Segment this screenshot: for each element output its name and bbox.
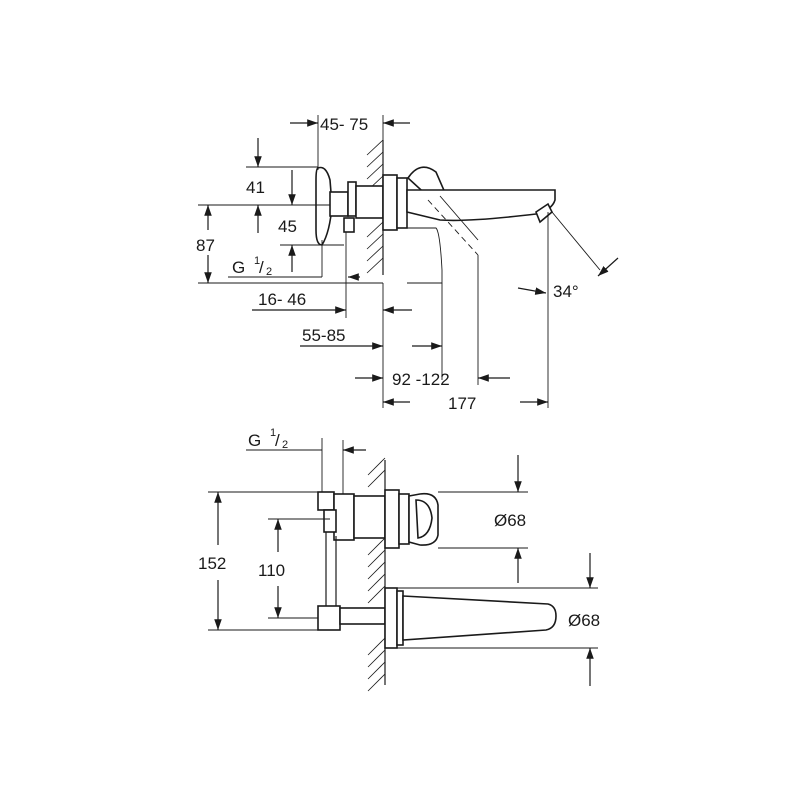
dim-label-thread-slash-side: / — [259, 258, 264, 277]
dim-label-110: 110 — [258, 561, 285, 580]
wall-front — [367, 457, 386, 692]
dimension-lines-side — [198, 115, 619, 408]
dim-label-thread-den-side: 2 — [266, 266, 272, 278]
dim-label-thread-slash-front: / — [275, 431, 280, 450]
dim-label-16-46: 16- 46 — [258, 290, 306, 309]
dim-label-thread-g-front: G — [248, 431, 261, 450]
dim-label-diameter-lower: Ø68 — [568, 611, 600, 630]
dim-label-45: 45 — [278, 217, 297, 236]
dim-label-92-122: 92 -122 — [392, 370, 450, 389]
dim-label-thread-num-front: 1 — [270, 427, 276, 439]
handle-front — [384, 489, 439, 549]
concealed-body-front — [317, 491, 386, 631]
dim-label-55-85: 55-85 — [302, 326, 345, 345]
dimension-lines-front — [208, 438, 598, 686]
front-view: G 1 / 2 152 110 Ø68 Ø68 — [198, 427, 600, 692]
dim-label-45-75: 45- 75 — [320, 115, 368, 134]
dim-label-thread-den-front: 2 — [282, 439, 288, 451]
dim-label-thread-num-side: 1 — [254, 255, 260, 267]
dim-label-152: 152 — [198, 554, 226, 573]
dim-label-41: 41 — [246, 178, 265, 197]
dim-label-177: 177 — [448, 394, 476, 413]
dim-label-angle-34: 34° — [553, 282, 579, 301]
dim-label-87: 87 — [196, 236, 215, 255]
side-view: 45- 75 41 45 87 G 1 / 2 16- 46 55-85 92 … — [196, 115, 619, 413]
dim-label-thread-g-side: G — [232, 258, 245, 277]
spout-side — [406, 189, 556, 284]
spout-front — [384, 587, 557, 649]
dim-label-diameter-upper: Ø68 — [494, 511, 526, 530]
valve-body-side — [315, 166, 408, 246]
